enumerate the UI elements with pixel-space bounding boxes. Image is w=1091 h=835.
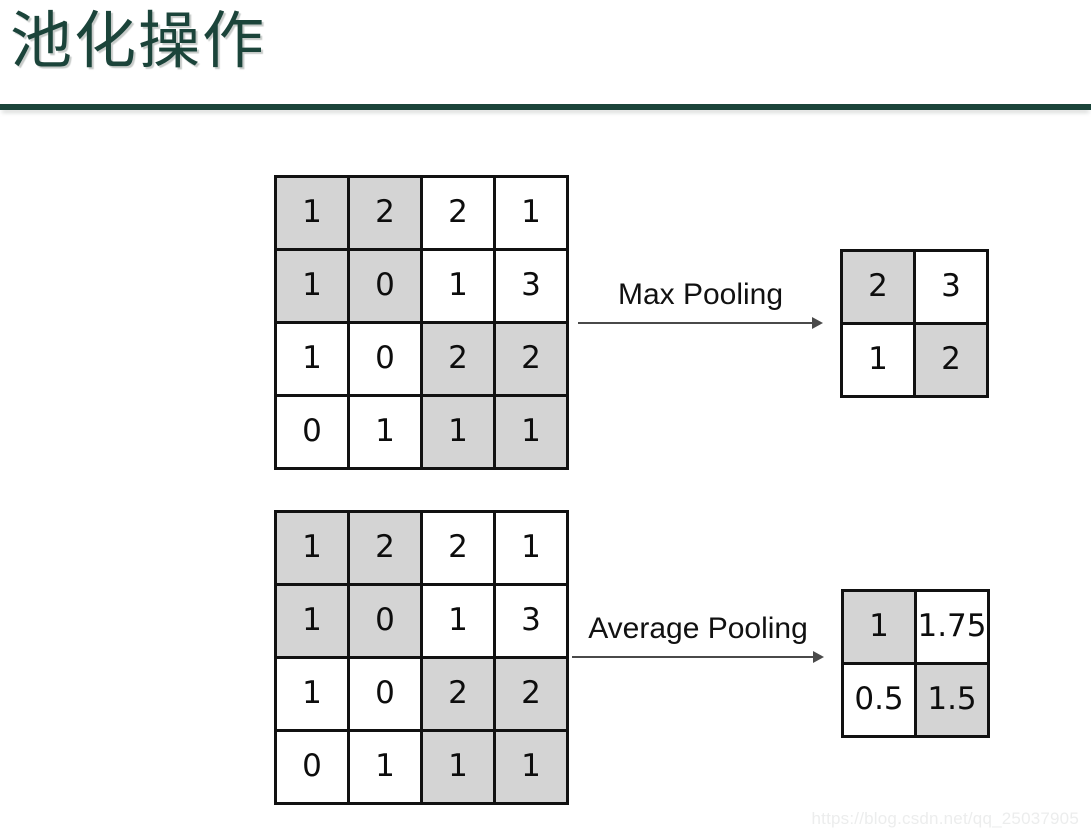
max-pooling-input-cell: 0 (350, 324, 420, 394)
max-pooling-input-cell: 0 (277, 397, 347, 467)
max-pooling-output-cell: 2 (843, 252, 913, 322)
max-pooling-input-cell: 0 (350, 251, 420, 321)
max-pooling-output-cell: 1 (843, 325, 913, 395)
average-pooling-input-cell: 1 (423, 586, 493, 656)
average-pooling-input-cell: 1 (277, 586, 347, 656)
max-pooling-operation: Max Pooling (578, 278, 823, 329)
max-pooling-input-cell: 2 (423, 178, 493, 248)
average-pooling-label: Average Pooling (588, 612, 808, 645)
average-pooling-input-cell: 1 (277, 659, 347, 729)
average-pooling-output-cell: 0.5 (844, 665, 914, 735)
average-pooling-input-cell: 2 (423, 659, 493, 729)
average-pooling-input-cell: 0 (350, 659, 420, 729)
max-pooling-input-cell: 1 (277, 251, 347, 321)
average-pooling-input-cell: 1 (350, 732, 420, 802)
watermark: https://blog.csdn.net/qq_25037905 (811, 809, 1079, 828)
max-pooling-input-cell: 2 (496, 324, 566, 394)
average-pooling-input-cell: 1 (277, 513, 347, 583)
average-pooling-output-cell: 1.5 (917, 665, 987, 735)
max-pooling-input-cell: 1 (496, 397, 566, 467)
max-pooling-input-cell: 1 (423, 251, 493, 321)
max-pooling-output-cell: 2 (916, 325, 986, 395)
average-pooling-input-cell: 0 (277, 732, 347, 802)
arrow-shaft (578, 322, 814, 324)
average-pooling-arrow-icon (572, 651, 824, 663)
max-pooling-arrow-icon (578, 317, 823, 329)
average-pooling-input-cell: 1 (496, 513, 566, 583)
max-pooling-input-cell: 1 (277, 178, 347, 248)
average-pooling-input-cell: 2 (496, 659, 566, 729)
max-pooling-input-cell: 3 (496, 251, 566, 321)
max-pooling-input-cell: 1 (496, 178, 566, 248)
max-pooling-input-cell: 2 (423, 324, 493, 394)
average-pooling-input-cell: 1 (496, 732, 566, 802)
arrow-shaft (572, 656, 815, 658)
max-pooling-input-cell: 1 (277, 324, 347, 394)
average-pooling-input-cell: 3 (496, 586, 566, 656)
average-pooling-output-cell: 1 (844, 592, 914, 662)
average-pooling-input-cell: 1 (423, 732, 493, 802)
average-pooling-output-cell: 1.75 (917, 592, 987, 662)
max-pooling-input-cell: 1 (350, 397, 420, 467)
average-pooling-input-cell: 2 (350, 513, 420, 583)
max-pooling-input-cell: 1 (423, 397, 493, 467)
arrow-head (813, 651, 824, 663)
max-pooling-input-cell: 2 (350, 178, 420, 248)
page-title: 池化操作 (10, 8, 267, 76)
arrow-head (812, 317, 823, 329)
max-pooling-output-cell: 3 (916, 252, 986, 322)
average-pooling-input-cell: 0 (350, 586, 420, 656)
title-divider (0, 104, 1091, 110)
average-pooling-input-cell: 2 (423, 513, 493, 583)
average-pooling-operation: Average Pooling (572, 612, 824, 663)
max-pooling-label: Max Pooling (617, 278, 784, 311)
